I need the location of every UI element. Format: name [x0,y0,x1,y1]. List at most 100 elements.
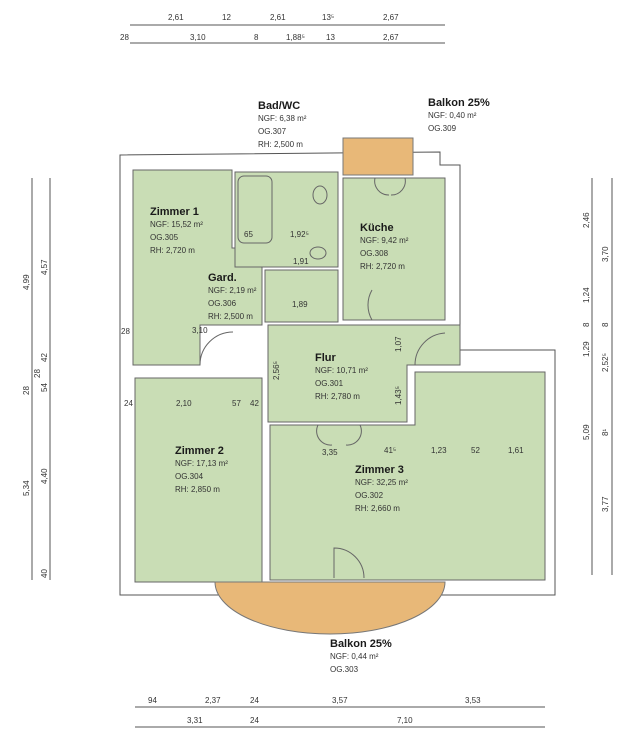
dimension-label: 24 [250,696,259,705]
room-bad: Bad/WC NGF: 6,38 m² OG.307 RH: 2,500 m [258,100,306,151]
dimension-label: 2,56⁵ [272,361,281,380]
room-title: Zimmer 2 [175,445,224,457]
room-flur-shape [267,324,461,423]
dimension-label: 2,52⁵ [601,353,610,372]
dimension-label: 3,10 [192,326,208,335]
dimension-label: 1,92⁵ [290,230,309,239]
bathtub-icon [237,175,273,244]
dimension-label: 42 [250,399,259,408]
dimension-label: 8¹ [601,428,610,436]
room-kueche-shape [342,177,446,321]
sink-icon [312,185,328,205]
room-ngf: NGF: 15,52 m² [150,220,203,229]
room-rh: RH: 2,720 m [150,246,195,255]
room-ngf: NGF: 6,38 m² [258,114,307,123]
dimension-label: 52 [471,446,480,455]
room-zimmer3-shape [269,371,546,581]
room-rh: RH: 2,500 m [258,140,303,149]
room-ngf: NGF: 0,44 m² [330,652,379,661]
dimension-label: 8 [254,33,259,42]
dimension-label: 1,07 [394,336,403,352]
room-gard-shape [264,269,339,323]
dimension-label: 1,43⁵ [394,386,403,405]
dimension-label: 2,67 [383,33,399,42]
room-bad-shape [234,171,339,268]
dimension-label: 28 [121,327,130,336]
door-swing-icon [414,332,446,366]
room-og: OG.303 [330,665,359,674]
dimension-label: 54 [40,383,49,392]
room-ngf: NGF: 0,40 m² [428,111,477,120]
dimension-label: 1,29 [582,341,591,357]
dimension-label: 28 [33,369,42,378]
dimension-label: 57 [232,399,241,408]
dimension-label: 1,24 [582,287,591,303]
room-zimmer3: Zimmer 3 NGF: 32,25 m² OG.302 RH: 2,660 … [355,464,408,515]
balcony-top-shape [342,137,414,176]
dimension-label: 1,23 [431,446,447,455]
door-swing-icon [367,289,373,321]
dimension-label: 2,10 [176,399,192,408]
dimension-label: 28 [120,33,129,42]
room-rh: RH: 2,720 m [360,262,405,271]
room-zimmer2-shape [134,377,263,583]
dimension-label: 8 [582,322,591,327]
room-og: OG.302 [355,491,384,500]
room-zimmer1: Zimmer 1 NGF: 15,52 m² OG.305 RH: 2,720 … [150,206,203,257]
dimension-label: 7,10 [397,716,413,725]
balcony-bottom-shape [214,581,446,635]
dimension-label: 4,40 [40,468,49,484]
dimension-label: 3,35 [322,448,338,457]
dimension-label: 42 [40,353,49,362]
dimension-label: 3,57 [332,696,348,705]
dimension-label: 65 [244,230,253,239]
room-ngf: NGF: 17,13 m² [175,459,228,468]
door-swing-icon [316,424,362,446]
dimension-label: 3,31 [187,716,203,725]
room-og: OG.304 [175,472,204,481]
dimension-label: 1,61 [508,446,524,455]
dimension-label: 4,99 [22,274,31,290]
room-flur: Flur NGF: 10,71 m² OG.301 RH: 2,780 m [315,352,368,403]
dimension-label: 28 [22,386,31,395]
dimension-label: 3,77 [601,496,610,512]
room-title: Zimmer 1 [150,206,199,218]
dimension-label: 13 [326,33,335,42]
room-title: Balkon 25% [428,97,490,109]
dimension-label: 40 [40,569,49,578]
dimension-label: 2,67 [383,13,399,22]
rooms [132,169,546,583]
dimension-label: 24 [250,716,259,725]
dimension-label: 3,10 [190,33,206,42]
room-og: OG.301 [315,379,344,388]
dimension-label: 5,34 [22,480,31,496]
room-gard: Gard. NGF: 2,19 m² OG.306 RH: 2,500 m [208,272,256,323]
dimension-label: 1,89 [292,300,308,309]
room-title: Zimmer 3 [355,464,404,476]
dimension-label: 5,09 [582,424,591,440]
room-balkon-bottom: Balkon 25% NGF: 0,44 m² OG.303 [330,638,392,676]
dimension-label: 2,61 [168,13,184,22]
room-zimmer2: Zimmer 2 NGF: 17,13 m² OG.304 RH: 2,850 … [175,445,228,496]
room-balkon-top: Balkon 25% NGF: 0,40 m² OG.309 [428,97,490,135]
room-og: OG.306 [208,299,237,308]
room-rh: RH: 2,850 m [175,485,220,494]
room-kueche: Küche NGF: 9,42 m² OG.308 RH: 2,720 m [360,222,408,273]
dimension-label: 24 [124,399,133,408]
room-title: Flur [315,352,336,364]
room-ngf: NGF: 9,42 m² [360,236,409,245]
dimension-label: 3,53 [465,696,481,705]
room-og: OG.308 [360,249,389,258]
room-og: OG.309 [428,124,457,133]
dimension-label: 4,57 [40,259,49,275]
room-title: Bad/WC [258,100,301,112]
dimension-label: 2,61 [270,13,286,22]
fixtures [199,175,446,579]
dimension-label: 12 [222,13,231,22]
room-ngf: NGF: 32,25 m² [355,478,408,487]
room-rh: RH: 2,780 m [315,392,360,401]
dimension-label: 41⁵ [384,446,397,455]
dimension-label: 3,70 [601,246,610,262]
room-ngf: NGF: 2,19 m² [208,286,257,295]
